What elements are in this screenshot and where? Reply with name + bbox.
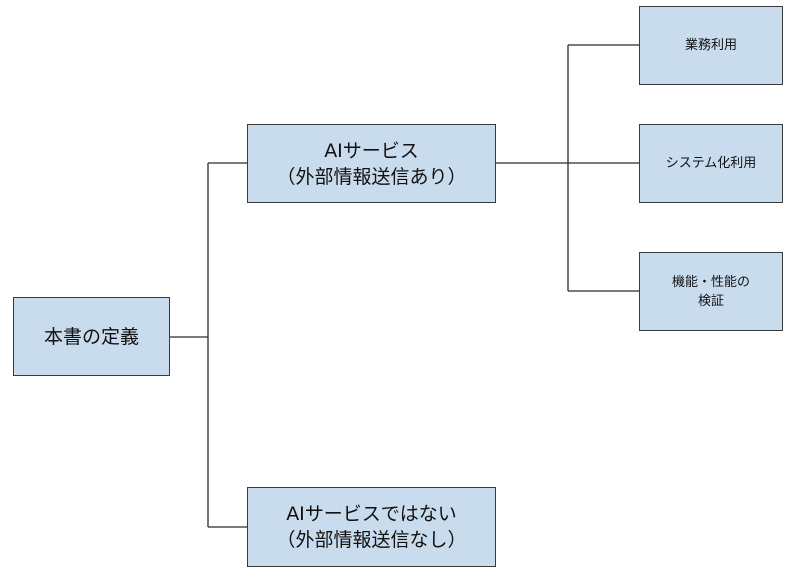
- not-ai-service-title: AIサービスではない: [286, 503, 457, 525]
- ai-service-title: AIサービス: [324, 139, 419, 162]
- root-definition-label: 本書の定義: [43, 325, 139, 348]
- business-use-label: 業務利用: [684, 38, 737, 53]
- verification-label-line1: 機能・性能の: [671, 274, 750, 290]
- root-definition-node: 本書の定義: [13, 297, 170, 376]
- ai-service-subtitle: （外部情報送信あり）: [276, 165, 467, 188]
- not-ai-service-subtitle: （外部情報送信なし）: [276, 529, 467, 551]
- ai-service-node: AIサービス （外部情報送信あり）: [247, 124, 496, 203]
- system-use-label: システム化利用: [665, 156, 757, 171]
- business-use-node: 業務利用: [639, 6, 783, 85]
- system-use-node: システム化利用: [639, 124, 783, 203]
- verification-label-line2: 検証: [697, 293, 724, 309]
- not-ai-service-node: AIサービスではない （外部情報送信なし）: [247, 487, 496, 567]
- verification-node: 機能・性能の 検証: [639, 252, 783, 331]
